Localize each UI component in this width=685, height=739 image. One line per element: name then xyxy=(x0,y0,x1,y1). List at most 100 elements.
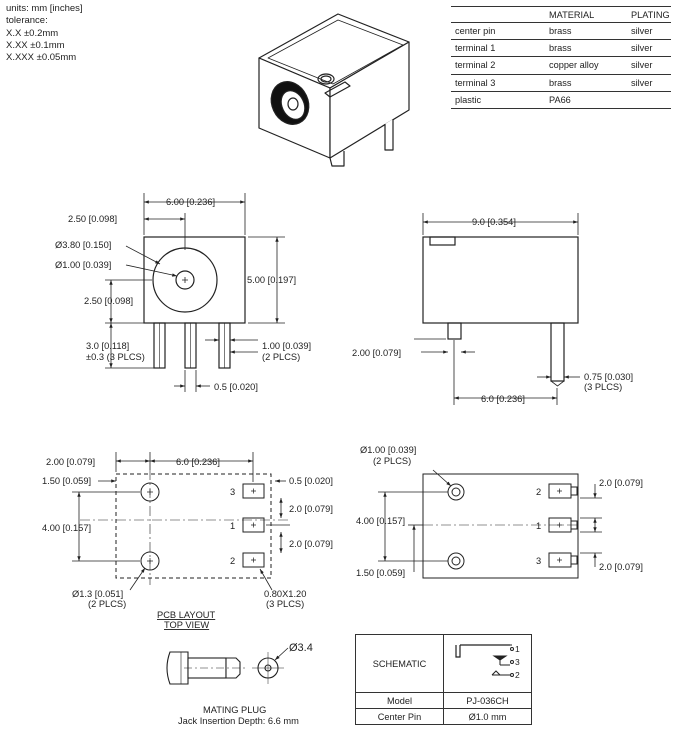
dim-pin-width: 1.00 [0.039] xyxy=(262,341,311,351)
materials-header: PLATING xyxy=(611,6,671,23)
model-value: PJ-036CH xyxy=(443,692,532,709)
pcb-outline xyxy=(115,473,272,579)
plug-depth: Jack Insertion Depth: 6.6 mm xyxy=(178,716,299,726)
dim-pcb-hole-y: 1.50 [0.059] xyxy=(42,476,91,486)
dim-side-pin-w: 0.75 [0.030] xyxy=(584,372,633,382)
materials-cell: silver xyxy=(611,56,671,75)
schematic-title: SCHEMATIC xyxy=(355,634,444,693)
front-hole-inner xyxy=(175,270,195,290)
front-view xyxy=(143,236,246,369)
dim-pin-gap: 0.5 [0.020] xyxy=(214,382,258,392)
side-body xyxy=(422,236,579,324)
bottom-terminal-label: 3 xyxy=(536,556,541,566)
materials-cell: brass xyxy=(529,74,611,92)
materials-row: terminal 2 copper alloy silver xyxy=(451,56,671,75)
dim-pin-length-tol: ±0.3 (3 PLCS) xyxy=(86,352,145,362)
materials-cell: copper alloy xyxy=(529,56,611,75)
dim-front-center-x: 2.50 [0.098] xyxy=(68,214,117,224)
side-dim-labels: 9.0 [0.354] 2.00 [0.079] 6.0 [0.236] 0.7… xyxy=(352,217,633,404)
materials-cell: terminal 3 xyxy=(451,74,529,92)
materials-cell xyxy=(611,91,671,109)
bottom-hole-bottom xyxy=(447,552,465,570)
pcb-pad-2 xyxy=(242,552,265,568)
materials-header: MATERIAL xyxy=(529,6,611,23)
materials-cell: plastic xyxy=(451,91,529,109)
plug-title: MATING PLUG xyxy=(203,705,266,715)
side-view xyxy=(422,236,579,387)
dim-pcb-left: 2.00 [0.079] xyxy=(46,457,95,467)
dim-bottom-offset: 1.50 [0.059] xyxy=(356,568,405,578)
dim-bottom-gap2: 2.0 [0.079] xyxy=(599,562,643,572)
materials-cell: terminal 2 xyxy=(451,56,529,75)
pcb-hole-bottom xyxy=(140,551,160,571)
pcb-layout-subtitle: TOP VIEW xyxy=(164,620,209,630)
dim-pcb-pad-gap1: 2.0 [0.079] xyxy=(289,504,333,514)
dim-hole-inner: Ø1.00 [0.039] xyxy=(55,260,111,270)
side-pin-right xyxy=(550,322,565,382)
side-latch xyxy=(429,236,456,246)
schematic-symbol-cell xyxy=(443,634,532,693)
materials-cell: center pin xyxy=(451,22,529,41)
pcb-terminal-label: 1 xyxy=(230,521,235,531)
pcb-labels: 2.00 [0.079] 6.0 [0.236] 1.50 [0.059] 4.… xyxy=(42,457,333,630)
pcb-pad-3 xyxy=(242,483,265,499)
front-dims xyxy=(105,193,285,392)
materials-header xyxy=(451,6,529,23)
bottom-labels: Ø1.00 [0.039] (2 PLCS) 4.00 [0.157] 1.50… xyxy=(356,445,643,578)
dim-bottom-hole: Ø1.00 [0.039] xyxy=(360,445,416,455)
plug-head xyxy=(166,651,189,685)
iso-top-tab xyxy=(324,81,351,98)
iso-leg-1 xyxy=(384,119,394,151)
tolerance-line: X.XXX ±0.05mm xyxy=(6,52,77,64)
materials-row: center pin brass silver xyxy=(451,22,671,41)
tolerance-line: X.XX ±0.1mm xyxy=(6,39,65,51)
side-dims xyxy=(414,213,580,405)
materials-cell: brass xyxy=(529,22,611,41)
center-pin-label: Center Pin xyxy=(355,708,444,725)
mating-plug xyxy=(166,647,289,685)
leader-pcb-hole-dia xyxy=(129,567,146,591)
iso-side-face xyxy=(329,41,410,159)
front-dim-labels: 6.00 [0.236] 2.50 [0.098] Ø3.80 [0.150] … xyxy=(55,197,311,392)
materials-cell: silver xyxy=(611,74,671,92)
dim-pcb-pitch: 6.0 [0.236] xyxy=(176,457,220,467)
dim-pcb-hole-dia: Ø1.3 [0.051] xyxy=(72,589,123,599)
isometric-view xyxy=(258,13,410,167)
dim-side-length: 9.0 [0.354] xyxy=(472,217,516,227)
bottom-terminal-label: 1 xyxy=(536,521,541,531)
leader-plug-dia xyxy=(274,647,289,661)
materials-table: MATERIAL PLATING center pin brass silver… xyxy=(451,6,671,109)
side-pin-right-tip xyxy=(550,380,565,387)
materials-cell: silver xyxy=(611,22,671,41)
dim-side-pitch: 6.0 [0.236] xyxy=(481,394,525,404)
pcb-layout xyxy=(80,470,290,585)
center-pin-value: Ø1.0 mm xyxy=(443,708,532,725)
dim-pin-width-plcs: (2 PLCS) xyxy=(262,352,300,362)
dim-pcb-slot-plcs: (3 PLCS) xyxy=(266,599,304,609)
bottom-body xyxy=(422,473,579,579)
dim-plug-dia: Ø3.4 xyxy=(289,642,313,654)
pcb-layout-title: PCB LAYOUT xyxy=(157,610,216,620)
plug-labels: Ø3.4 MATING PLUG Jack Insertion Depth: 6… xyxy=(178,642,313,726)
units-note: units: mm [inches] xyxy=(6,3,83,14)
dim-front-center-y: 2.50 [0.098] xyxy=(84,296,133,306)
bottom-dims xyxy=(378,469,602,572)
tolerance-line: X.X ±0.2mm xyxy=(6,27,59,39)
materials-row: plastic PA66 xyxy=(451,91,671,109)
dim-front-height: 5.00 [0.197] xyxy=(247,275,296,285)
leader-bottom-hole xyxy=(432,469,452,487)
tolerance-heading: tolerance: xyxy=(6,15,48,27)
materials-row: terminal 1 brass silver xyxy=(451,39,671,58)
leader-hole-inner xyxy=(125,264,178,277)
pcb-terminal-label: 2 xyxy=(230,556,235,566)
dim-front-width: 6.00 [0.236] xyxy=(166,197,215,207)
iso-center-pin xyxy=(287,97,299,111)
dim-bottom-span: 4.00 [0.157] xyxy=(356,516,405,526)
materials-cell: terminal 1 xyxy=(451,39,529,58)
bottom-hole-top xyxy=(447,483,465,501)
tolerance-block: units: mm [inches] tolerance: X.X ±0.2mm… xyxy=(6,3,83,64)
side-pin-left xyxy=(447,322,462,340)
dim-side-pin-w-plcs: (3 PLCS) xyxy=(584,382,622,392)
front-center-mark xyxy=(182,277,188,283)
